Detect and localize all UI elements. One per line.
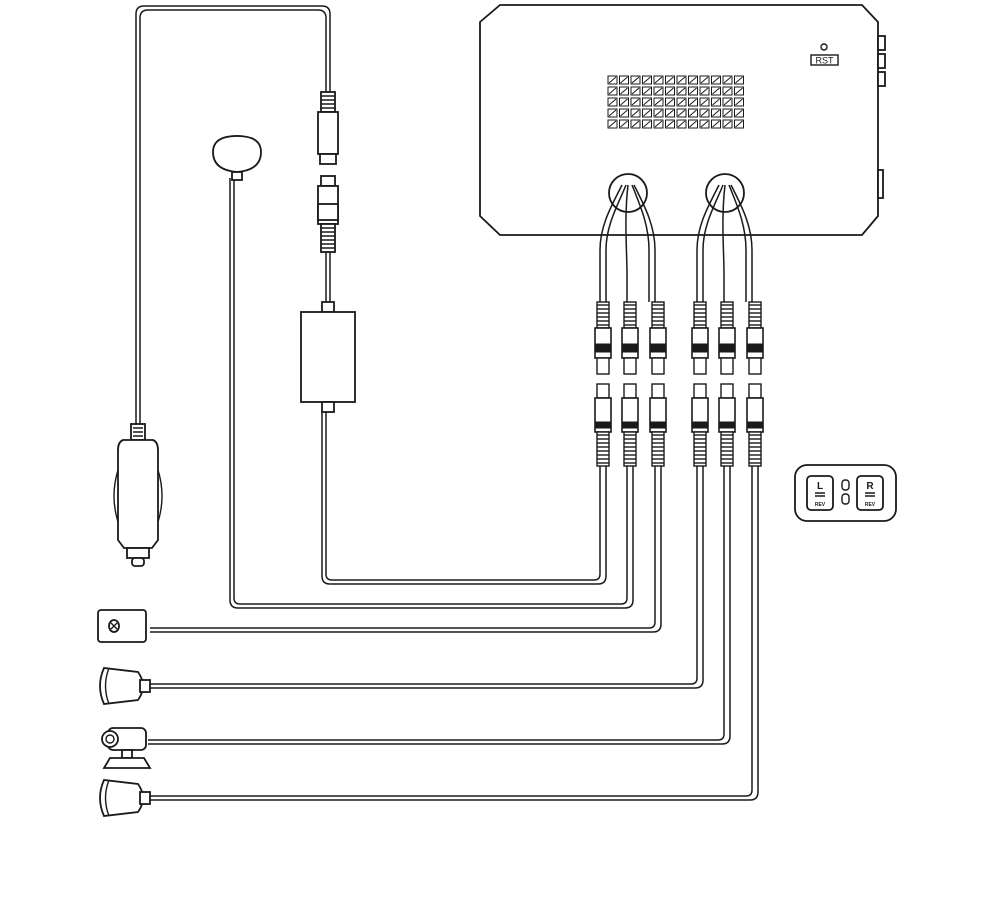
side-slot [877,169,884,199]
side-button-3[interactable] [877,71,886,87]
svg-text:L: L [817,481,823,492]
right-reverse-button[interactable]: R REV [856,475,884,511]
vent-grille [607,75,744,129]
cigarette-lighter-plug [113,423,163,567]
rca-connector-5 [718,301,736,467]
dc-converter-box [300,301,356,413]
reset-label-box [810,54,839,66]
cable-grommet-left [608,173,648,213]
reset-pinhole[interactable] [820,43,828,51]
side-button-1[interactable] [877,35,886,51]
power-inline-connector [317,91,339,302]
dome-camera-top [212,135,262,181]
svg-text:R: R [866,481,874,492]
status-indicators [841,479,850,505]
mini-camera-with-bracket [101,727,152,769]
rca-connector-6 [746,301,764,467]
cable-grommet-right [705,173,745,213]
svg-text:REV: REV [865,502,876,508]
rca-connector-4 [691,301,709,467]
rca-connector-3 [649,301,667,467]
left-reverse-button[interactable]: L REV [806,475,834,511]
remote-switch: L REV R REV [794,464,897,522]
dvr-main-unit: RST [479,4,886,236]
side-button-2[interactable] [877,53,886,69]
svg-text:REV: REV [815,502,826,508]
bullet-camera-2 [99,779,151,817]
video-connectors [594,301,764,467]
reset-label: RST [816,56,835,66]
device-cables [148,178,759,801]
harness-cables [599,184,753,302]
rca-connector-2 [621,301,639,467]
rca-connector-1 [594,301,612,467]
bullet-camera-1 [99,667,151,705]
cigarette-lighter-cable [135,5,331,424]
sensor-module [97,609,147,643]
